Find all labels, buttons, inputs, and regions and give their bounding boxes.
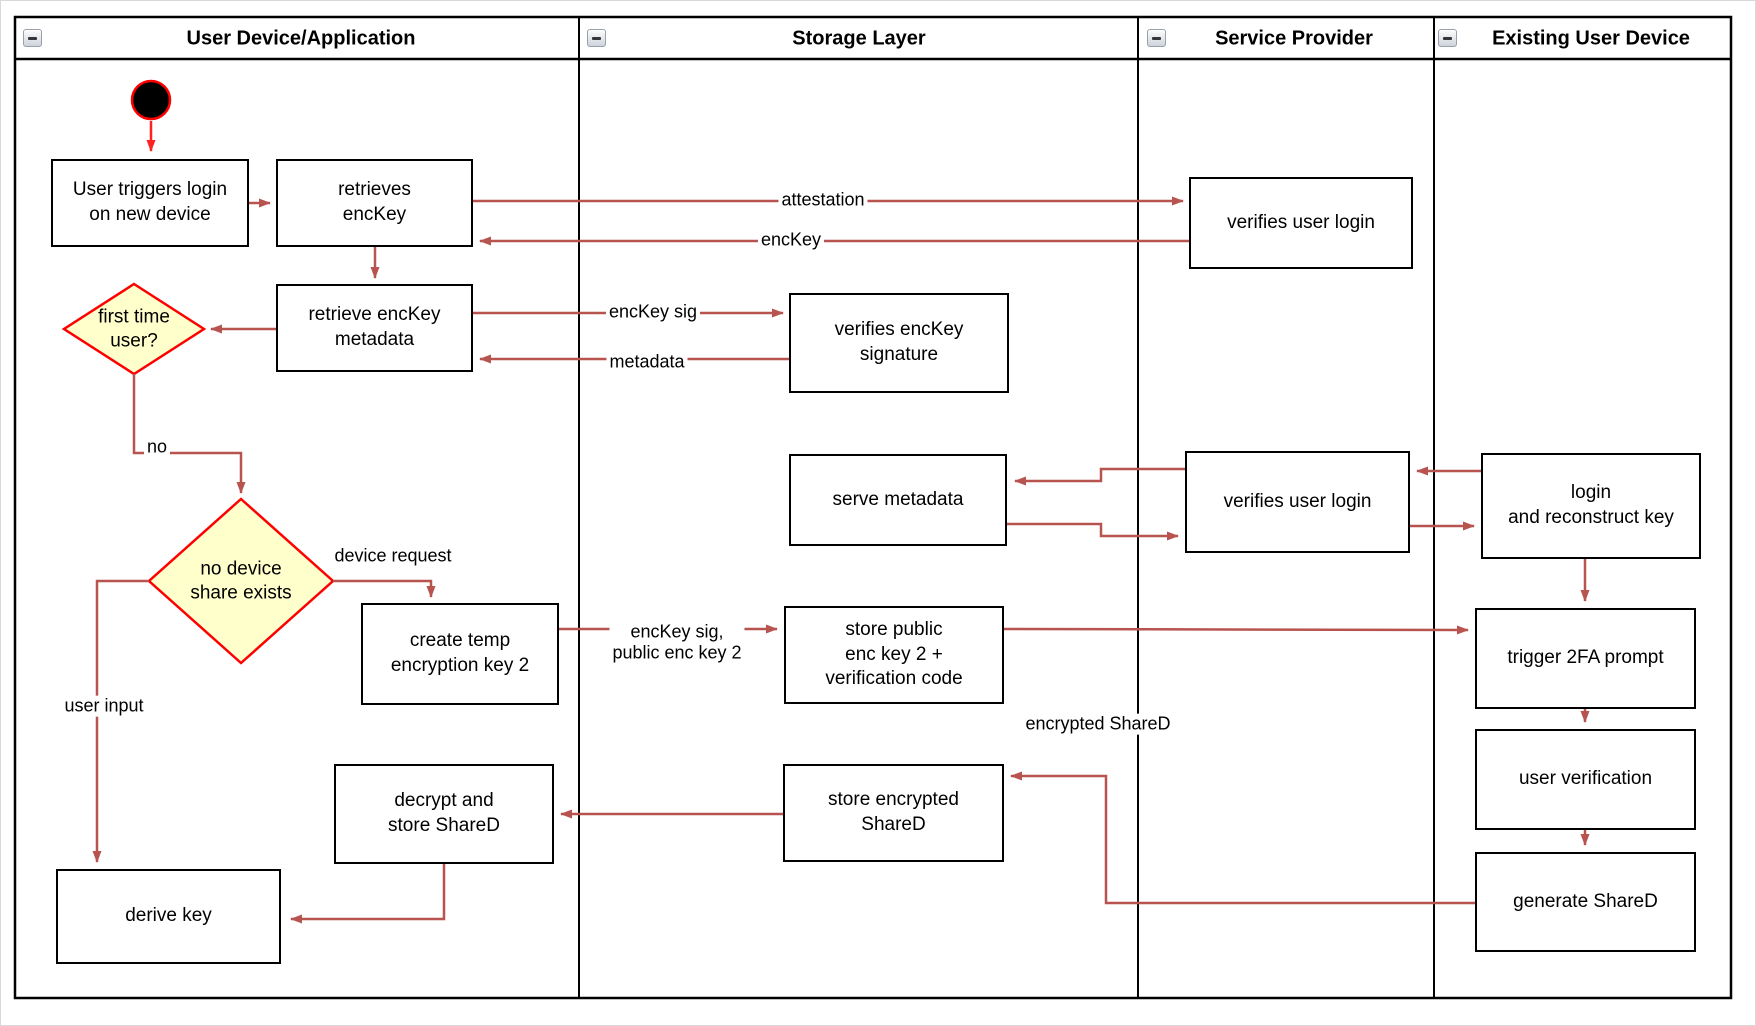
collapse-icon[interactable]	[587, 29, 606, 47]
lane-title-storage-layer: Storage Layer	[792, 27, 926, 50]
activity-trigger-2fa-prompt: trigger 2FA prompt	[1475, 608, 1696, 709]
activity-verifies-user-login-mid: verifies user login	[1185, 451, 1410, 553]
activity-store-public-enc-key2: store public enc key 2 + verification co…	[784, 606, 1004, 704]
edge-no-branch	[132, 374, 246, 494]
minus-icon	[28, 36, 37, 40]
activity-user-verification: user verification	[1475, 729, 1696, 830]
minus-icon	[1152, 36, 1161, 40]
decision-label-first-time-user: first time user?	[98, 306, 170, 351]
lane-title-service-provider: Service Provider	[1215, 27, 1373, 50]
edge-label-enckey-sig-public-key2: encKey sig, public enc key 2	[609, 621, 745, 663]
decision-label-no-device-share: no device share exists	[190, 558, 292, 603]
edge-user-input	[92, 579, 149, 863]
collapse-icon[interactable]	[23, 29, 42, 47]
edge-label-device-request: device request	[331, 545, 455, 567]
edge-label-enckey: encKey	[757, 229, 825, 251]
activity-serve-metadata: serve metadata	[789, 454, 1007, 546]
lane-title-user-device: User Device/Application	[186, 27, 416, 50]
minus-icon	[592, 36, 601, 40]
edge-label-no: no	[143, 436, 171, 458]
decision-no-device-share	[147, 497, 335, 665]
activity-retrieves-enckey: retrieves encKey	[276, 159, 473, 247]
edge-label-metadata: metadata	[606, 351, 688, 373]
edge-label-encrypted-shared: encrypted ShareD	[1022, 713, 1174, 735]
edge-verifies-to-serve	[1014, 467, 1185, 486]
lane-title-existing-user-device: Existing User Device	[1492, 27, 1690, 50]
edge-device-request	[333, 579, 436, 598]
pool-frame	[13, 15, 1733, 1000]
collapse-icon[interactable]	[1438, 29, 1457, 47]
activity-retrieve-enckey-metadata: retrieve encKey metadata	[276, 284, 473, 372]
activity-verifies-user-login-top: verifies user login	[1189, 177, 1413, 269]
activity-store-encrypted-shared: store encrypted ShareD	[783, 764, 1004, 862]
edge-serve-to-verifies	[1007, 522, 1179, 541]
collapse-icon[interactable]	[1147, 29, 1166, 47]
edge-label-attestation: attestation	[778, 189, 868, 211]
edge-label-user-input: user input	[61, 695, 147, 717]
activity-derive-key: derive key	[56, 869, 281, 964]
edge-encrypted-shared	[1010, 771, 1475, 905]
activity-user-triggers-login: User triggers login on new device	[51, 159, 249, 247]
minus-icon	[1443, 36, 1452, 40]
edge-decrypt-to-derive	[290, 864, 446, 924]
activity-login-and-reconstruct-key: login and reconstruct key	[1481, 453, 1701, 559]
start-node	[130, 79, 172, 121]
activity-decrypt-store-shared: decrypt and store ShareD	[334, 764, 554, 864]
activity-verifies-enckey-signature: verifies encKey signature	[789, 293, 1009, 393]
activity-create-temp-key2: create temp encryption key 2	[361, 603, 559, 705]
edge-label-enckey-sig: encKey sig	[605, 301, 701, 323]
activity-generate-shared: generate ShareD	[1475, 852, 1696, 952]
edge-store-to-trigger2fa	[1003, 625, 1469, 635]
